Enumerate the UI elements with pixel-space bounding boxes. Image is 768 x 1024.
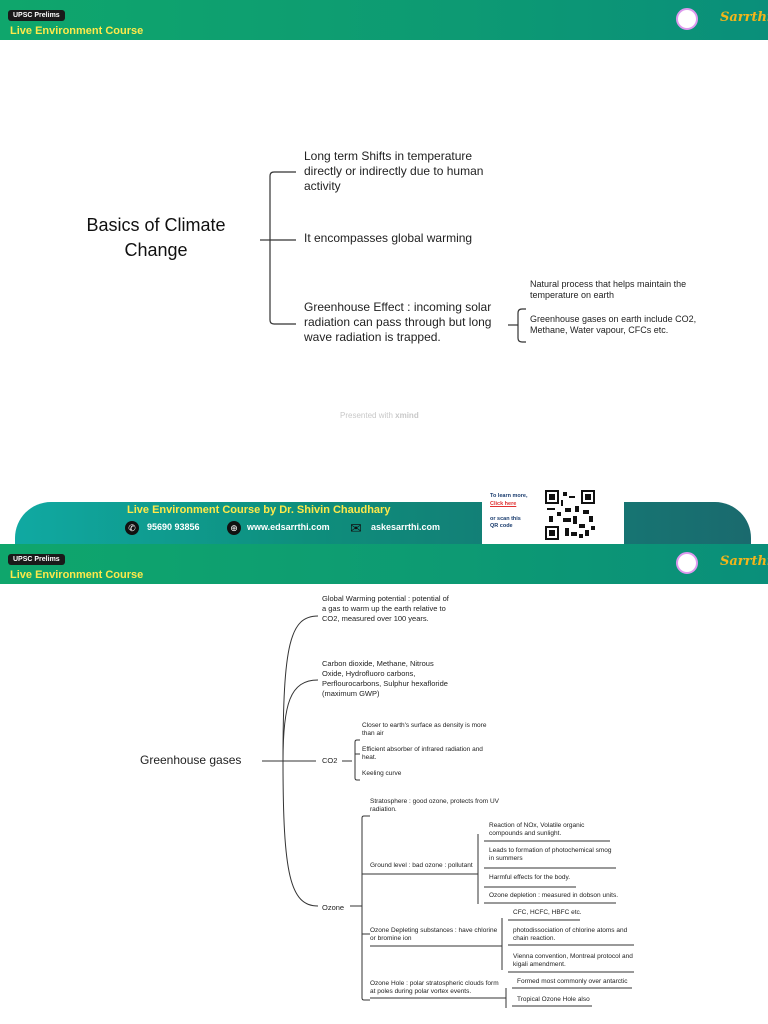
course-title: Live Environment Course	[10, 569, 144, 581]
qr-panel: To learn more, Click here or scan this Q…	[482, 490, 624, 546]
mindmap-connectors	[260, 171, 526, 343]
click-here-link[interactable]: Click here	[490, 501, 517, 507]
ground-item-dobson: Ozone depletion : measured in dobson uni…	[489, 892, 619, 899]
phone-icon: ✆	[125, 521, 139, 535]
academy-logo-icon	[676, 8, 698, 30]
sarrthi-logo-icon: Sarrthi	[720, 10, 768, 25]
promo-banner: Live Environment Course by Dr. Shivin Ch…	[15, 502, 751, 544]
sub-natural-process: Natural process that helps maintain the …	[530, 279, 687, 300]
branch-long-term: Long term Shifts in temperature directly…	[304, 149, 484, 193]
academy-logo-icon	[676, 552, 698, 574]
ghg-list-node: Carbon dioxide, Methane, Nitrous Oxide, …	[322, 659, 448, 698]
banner-phone: 95690 93856	[147, 522, 200, 532]
mindmap-connectors-2	[262, 615, 634, 1008]
hole-item-tropical: Tropical Ozone Hole also	[517, 996, 590, 1003]
sarrthi-logo-icon: Sarrthi	[720, 554, 768, 569]
learn-more-text: To learn more,	[490, 493, 528, 499]
co2-node: CO2	[322, 756, 338, 765]
ozone-ground-level: Ground level : bad ozone : pollutant	[370, 862, 473, 869]
co2-item-keeling: Keeling curve	[362, 770, 402, 777]
ozone-stratosphere: Stratosphere : good ozone, protects from…	[370, 798, 499, 813]
central-topic: Basics of Climate Change	[86, 215, 226, 260]
banner-website[interactable]: www.edsarrthi.com	[247, 522, 330, 532]
qr-code-icon[interactable]	[545, 490, 595, 540]
banner-email[interactable]: askesarrthi.com	[371, 522, 441, 532]
ods-item-cfc: CFC, HCFC, HBFC etc.	[513, 909, 582, 916]
ground-item-harmful: Harmful effects for the body.	[489, 874, 571, 881]
ground-item-reaction: Reaction of NOx, Volatile organic compou…	[489, 822, 585, 837]
ghg-central-topic: Greenhouse gases	[140, 753, 242, 767]
branch-global-warming: It encompasses global warming	[304, 231, 473, 245]
presented-with: Presented with xmind	[340, 411, 419, 420]
gwp-node: Global Warming potential : potential of …	[322, 594, 449, 623]
mail-icon: ✉	[350, 520, 362, 536]
slide-header-2: UPSC Prelims Live Environment Course Sar…	[0, 544, 768, 584]
ground-item-smog: Leads to formation of photochemical smog…	[489, 847, 612, 862]
upsc-badge: UPSC Prelims	[8, 10, 65, 21]
co2-item-absorber: Efficient absorber of infrared radiation…	[362, 746, 483, 761]
ozone-hole: Ozone Hole : polar stratospheric clouds …	[370, 980, 499, 995]
course-title: Live Environment Course	[10, 25, 144, 37]
slide-header: UPSC Prelims Live Environment Course Sar…	[0, 0, 768, 40]
ods-item-vienna: Vienna convention, Montreal protocol and…	[513, 953, 633, 968]
ozone-ods: Ozone Depleting substances : have chlori…	[370, 927, 498, 942]
ods-item-photo: photodissociation of chlorine atoms and …	[513, 927, 628, 942]
scan-text-1: or scan this	[490, 516, 521, 522]
sub-ghg-list: Greenhouse gases on earth include CO2, M…	[530, 314, 697, 335]
upsc-badge: UPSC Prelims	[8, 554, 65, 565]
globe-icon: ⊕	[227, 521, 241, 535]
hole-item-antarctic: Formed most commonly over antarctic	[517, 978, 628, 985]
scan-text-2: QR code	[490, 523, 513, 529]
banner-title: Live Environment Course by Dr. Shivin Ch…	[127, 504, 391, 516]
co2-item-density: Closer to earth's surface as density is …	[362, 722, 487, 737]
ozone-node: Ozone	[322, 903, 345, 912]
branch-greenhouse-effect: Greenhouse Effect : incoming solar radia…	[304, 300, 492, 344]
